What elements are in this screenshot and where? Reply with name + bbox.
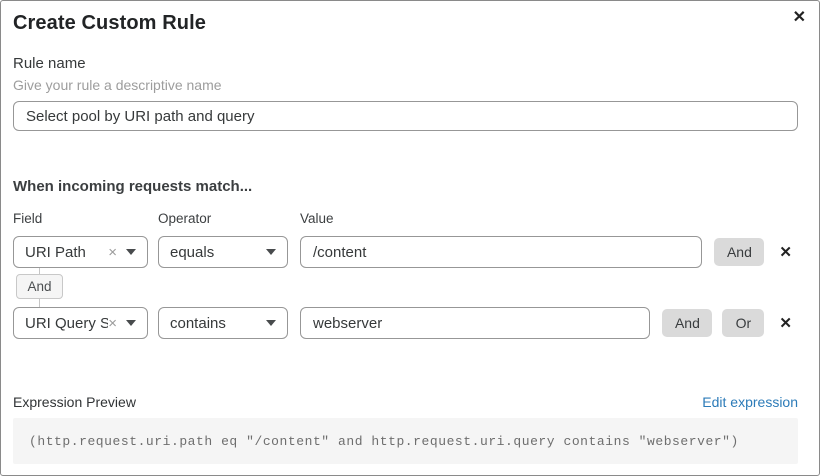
remove-condition-icon[interactable]: ✕ bbox=[779, 243, 792, 261]
edit-expression-link[interactable]: Edit expression bbox=[702, 394, 798, 410]
condition-row: URI Path × equals And ✕ bbox=[13, 236, 798, 268]
value-input[interactable] bbox=[300, 307, 651, 339]
expression-code: (http.request.uri.path eq "/content" and… bbox=[29, 433, 739, 449]
value-column-label: Value bbox=[300, 211, 334, 226]
field-select-value: URI Query St... bbox=[25, 314, 108, 332]
chevron-down-icon bbox=[126, 320, 136, 326]
clear-selection-icon[interactable]: × bbox=[108, 243, 117, 261]
condition-column-labels: Field Operator Value bbox=[13, 211, 798, 226]
condition-connector: And bbox=[16, 268, 63, 307]
rule-name-input[interactable] bbox=[13, 101, 798, 131]
chevron-down-icon bbox=[266, 320, 276, 326]
remove-condition-icon[interactable]: ✕ bbox=[779, 314, 792, 332]
add-and-condition-button[interactable]: And bbox=[662, 309, 713, 337]
field-select[interactable]: URI Path × bbox=[13, 236, 148, 268]
field-column-label: Field bbox=[13, 211, 43, 226]
field-select-value: URI Path bbox=[25, 243, 86, 261]
connector-line bbox=[39, 299, 40, 307]
condition-row: URI Query St... × contains And Or ✕ bbox=[13, 307, 798, 339]
chevron-down-icon bbox=[266, 249, 276, 255]
field-select[interactable]: URI Query St... × bbox=[13, 307, 148, 339]
value-input[interactable] bbox=[300, 236, 703, 268]
operator-select-value: equals bbox=[170, 243, 215, 261]
clear-selection-icon[interactable]: × bbox=[108, 314, 117, 332]
operator-select-value: contains bbox=[170, 314, 226, 332]
rule-name-helper-text: Give your rule a descriptive name bbox=[13, 77, 222, 93]
add-or-condition-button[interactable]: Or bbox=[722, 309, 765, 337]
connector-line bbox=[39, 268, 40, 274]
expression-code-block: (http.request.uri.path eq "/content" and… bbox=[13, 418, 798, 464]
dialog-title: Create Custom Rule bbox=[13, 12, 206, 34]
operator-column-label: Operator bbox=[158, 211, 212, 226]
operator-select[interactable]: equals bbox=[158, 236, 288, 268]
close-icon[interactable]: ✕ bbox=[792, 9, 806, 26]
match-section-heading: When incoming requests match... bbox=[13, 178, 253, 195]
add-and-condition-button[interactable]: And bbox=[714, 238, 765, 266]
expression-preview-header: Expression Preview Edit expression bbox=[13, 394, 798, 410]
rule-name-label: Rule name bbox=[13, 55, 86, 72]
chevron-down-icon bbox=[126, 249, 136, 255]
operator-select[interactable]: contains bbox=[158, 307, 288, 339]
connector-and-badge: And bbox=[16, 274, 63, 299]
expression-preview-label: Expression Preview bbox=[13, 394, 136, 410]
